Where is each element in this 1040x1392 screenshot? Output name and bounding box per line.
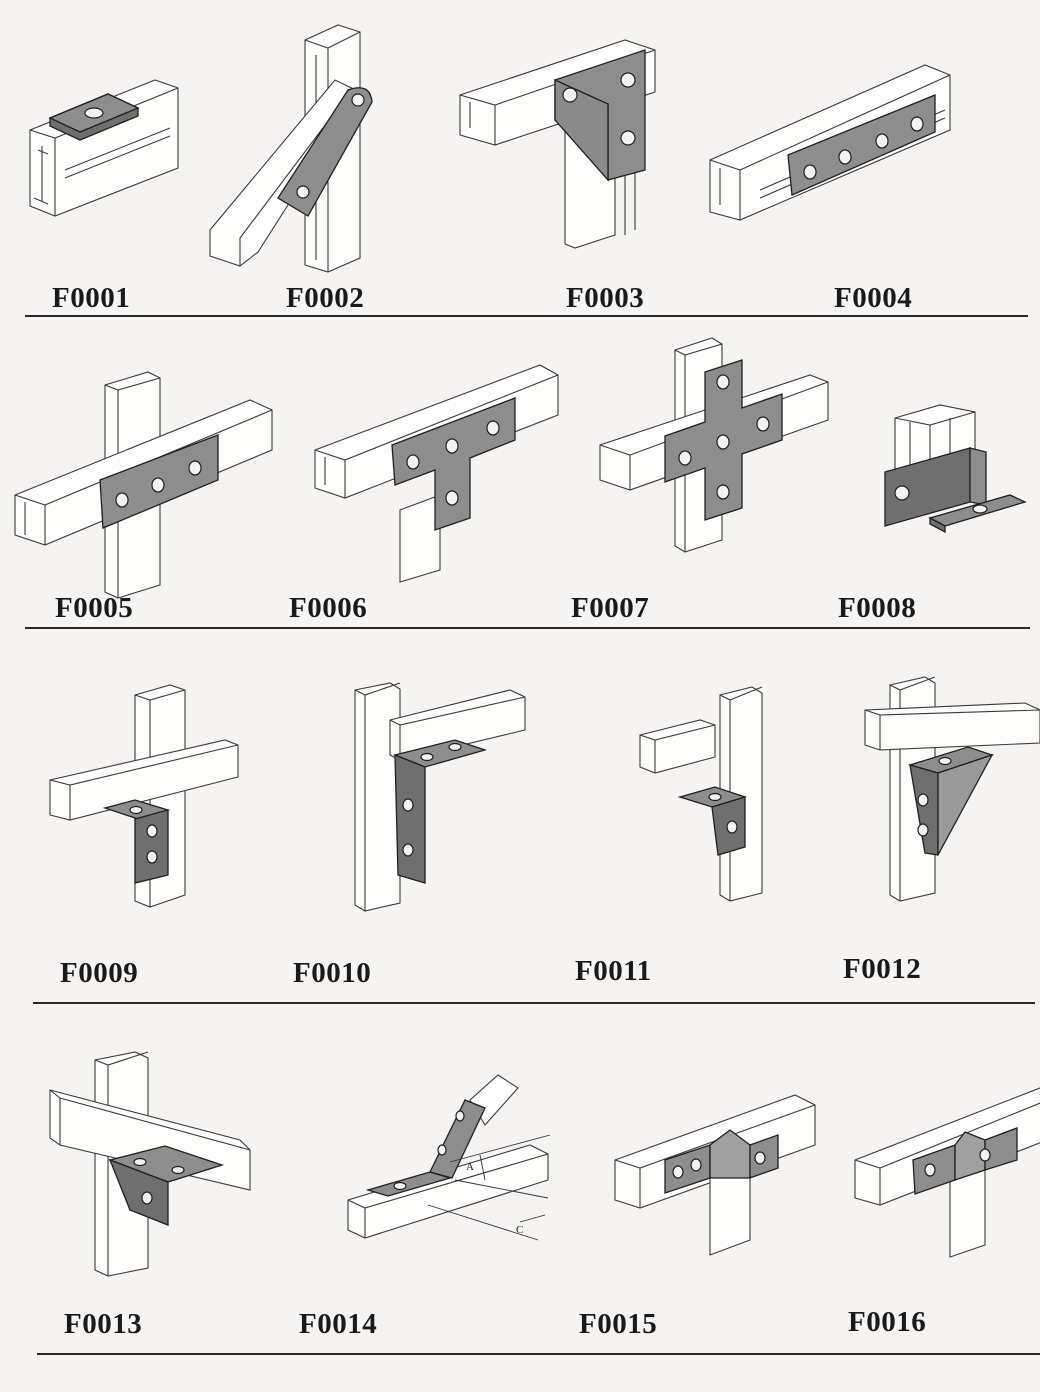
l-plate-illustration — [459, 39, 656, 249]
part-code-label: F0003 — [566, 282, 645, 314]
fitting-f0011: F0011 — [575, 675, 870, 987]
part-code-label: F0016 — [848, 1306, 927, 1338]
corner-angle-illustration — [49, 684, 239, 908]
u-bracket-illustration — [884, 404, 1027, 534]
tee-plate-illustration — [314, 364, 559, 583]
fitting-f0012: F0012 — [843, 675, 1040, 985]
cross-plate-illustration — [599, 337, 829, 553]
gusseted-tee-illustration — [49, 1051, 251, 1277]
fitting-f0008: F0008 — [790, 330, 1040, 630]
part-code-label: F0008 — [838, 592, 917, 624]
part-code-label: F0005 — [55, 592, 134, 624]
part-code-label: F0011 — [575, 955, 652, 987]
angled-plate-illustration — [209, 24, 373, 273]
section-divider — [25, 627, 1030, 629]
part-code-label: F0007 — [571, 592, 650, 624]
part-code-label: F0009 — [60, 957, 139, 989]
fitting-f0013: F0013 — [40, 1050, 290, 1350]
part-code-label: F0006 — [289, 592, 368, 624]
fitting-f0016: F0016 — [845, 1050, 1040, 1350]
part-code-label: F0015 — [579, 1308, 658, 1340]
fitting-f0014: A C F0014 — [299, 1050, 570, 1350]
fitting-f0003: F0003 — [440, 20, 690, 320]
fitting-f0015: F0015 — [579, 1050, 850, 1350]
part-code-label: F0012 — [843, 953, 922, 985]
channel-cover-plate-illustration — [854, 1087, 1040, 1258]
gusseted-angle-illustration — [864, 676, 1040, 902]
section-divider — [37, 1353, 1040, 1355]
part-code-label: F0013 — [64, 1308, 143, 1340]
fitting-f0010: F0010 — [293, 675, 550, 989]
fitting-f0009: F0009 — [40, 675, 290, 989]
adjustable-angle-plate-illustration: A C — [347, 1074, 551, 1241]
fitting-f0005: F0005 — [0, 330, 273, 630]
part-code-label: F0002 — [286, 282, 365, 314]
four-hole-splice-plate-illustration — [709, 64, 951, 221]
part-code-label: F0010 — [293, 957, 372, 989]
three-hole-splice-plate-illustration — [14, 371, 273, 599]
dimension-label-c: C — [516, 1224, 523, 1236]
section-divider — [25, 315, 1028, 317]
square-washer-illustration — [29, 79, 179, 217]
dimension-label-a: A — [466, 1161, 474, 1173]
part-code-label: F0014 — [299, 1308, 378, 1340]
large-corner-angle-illustration — [354, 682, 526, 912]
small-corner-angle-illustration — [639, 686, 763, 902]
fitting-f0007: F0007 — [571, 330, 840, 630]
channel-clamp-plate-illustration — [614, 1094, 816, 1256]
fitting-f0006: F0006 — [289, 330, 559, 630]
part-code-label: F0001 — [52, 282, 131, 314]
fitting-f0002: F0002 — [200, 20, 450, 320]
fitting-f0001: F0001 — [20, 20, 270, 320]
part-code-label: F0004 — [834, 282, 913, 314]
fitting-f0004: F0004 — [700, 20, 951, 320]
section-divider — [33, 1002, 1035, 1004]
